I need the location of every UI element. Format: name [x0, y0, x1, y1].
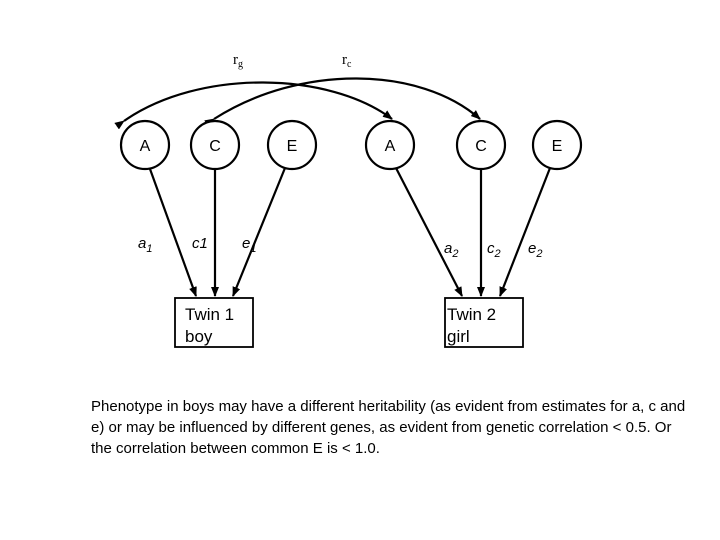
diagram-caption: Phenotype in boys may have a different h… [91, 398, 686, 457]
svg-text:A: A [385, 138, 396, 155]
svg-text:boy: boy [185, 327, 213, 346]
twin2-node-a: A [364, 119, 416, 171]
twin1-node-c: C [189, 119, 241, 171]
svg-text:E: E [552, 138, 563, 155]
twin2-path-a-arrow [395, 167, 463, 297]
svg-text:Twin 1: Twin 1 [185, 305, 234, 324]
twin1-phenotype-box: Twin 1 boy [174, 297, 254, 348]
twin2-path-e-label: e2 [528, 240, 542, 260]
genetic-correlation-arc [114, 81, 393, 130]
twin1-node-e: E [266, 119, 318, 171]
twin1-path-a-label: a1 [138, 235, 152, 255]
twin1-path-e-arrow [231, 167, 287, 297]
svg-text:C: C [209, 138, 221, 155]
svg-text:girl: girl [447, 327, 470, 346]
common-correlation-label: rc [342, 52, 352, 70]
twin1-path-e-label: e1 [242, 235, 256, 255]
twin1-path-a-arrow [148, 168, 198, 297]
twin2-path-c-label: c2 [487, 240, 501, 260]
svg-text:A: A [140, 138, 151, 155]
twin2-path-e-arrow [498, 167, 552, 297]
genetic-correlation-label: rg [233, 52, 243, 70]
twin1-path-c-label: c1 [192, 235, 208, 252]
twin2-node-e: E [531, 119, 583, 171]
svg-text:C: C [475, 138, 487, 155]
svg-text:E: E [287, 138, 298, 155]
twin2-node-c: C [455, 119, 507, 171]
twin1-node-a: A [119, 119, 171, 171]
twin2-path-a-label: a2 [444, 240, 458, 260]
common-correlation-arc [204, 77, 481, 128]
twin2-phenotype-box: Twin 2 girl [444, 297, 524, 348]
svg-text:Twin 2: Twin 2 [447, 305, 496, 324]
